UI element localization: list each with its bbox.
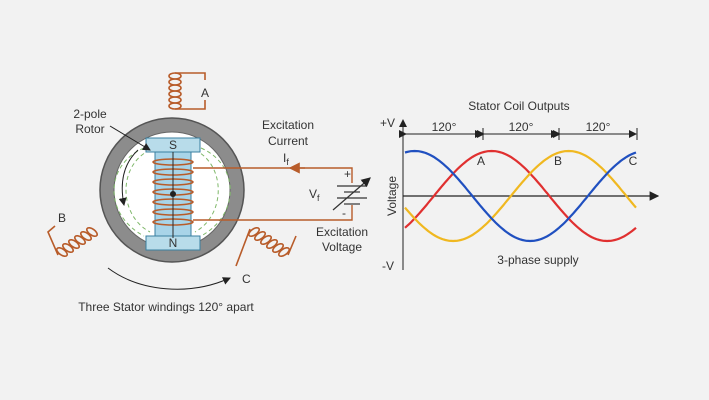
waveform-footer: 3-phase supply <box>497 253 578 267</box>
spacing-label-3: 120° <box>586 120 611 134</box>
coil-a-label: A <box>201 86 209 100</box>
peak-label-a: A <box>477 154 485 168</box>
spacing-label-2: 120° <box>509 120 534 134</box>
excitation-voltage-label-1: Excitation <box>316 225 368 239</box>
rotation-arrow <box>118 149 139 206</box>
wave-c <box>404 149 637 243</box>
minus-v-label: -V <box>382 259 394 273</box>
vf-label: Vf <box>309 187 320 203</box>
excitation-leads <box>193 167 353 221</box>
excitation-voltage-label-2: Voltage <box>322 240 362 254</box>
waveform-title: Stator Coil Outputs <box>468 99 569 113</box>
bottom-rotation-arrow <box>107 267 231 290</box>
stator-coil-b <box>47 225 99 258</box>
stator-coil-a <box>168 72 206 110</box>
plus-sign: + <box>344 167 351 181</box>
pole-n-label: N <box>169 236 178 250</box>
spacing-markers <box>399 128 638 140</box>
wave-b <box>404 149 637 243</box>
spacing-label-1: 120° <box>432 120 457 134</box>
rotor-pointer <box>109 125 151 151</box>
voltage-axis-label: Voltage <box>385 176 399 216</box>
flux-lines <box>113 147 231 237</box>
pole-s-label: S <box>169 138 177 152</box>
minus-sign: - <box>342 206 346 220</box>
excitation-source <box>332 177 371 211</box>
peak-label-b: B <box>554 154 562 168</box>
wave-a <box>404 149 637 243</box>
rotor-label-1: 2-pole <box>73 107 107 121</box>
rotor-axis <box>170 191 176 197</box>
stator-coil-c <box>235 226 297 267</box>
plus-v-label: +V <box>380 116 395 130</box>
waveform-series <box>404 149 637 243</box>
excitation-current-label-2: Current <box>268 134 309 148</box>
excitation-current-label-1: Excitation <box>262 118 314 132</box>
peak-label-c: C <box>629 154 638 168</box>
if-label: If <box>283 151 289 167</box>
rotor-label-2: Rotor <box>75 122 104 136</box>
coil-b-label: B <box>58 211 66 225</box>
generator-caption: Three Stator windings 120° apart <box>78 300 254 314</box>
coil-c-label: C <box>242 272 251 286</box>
